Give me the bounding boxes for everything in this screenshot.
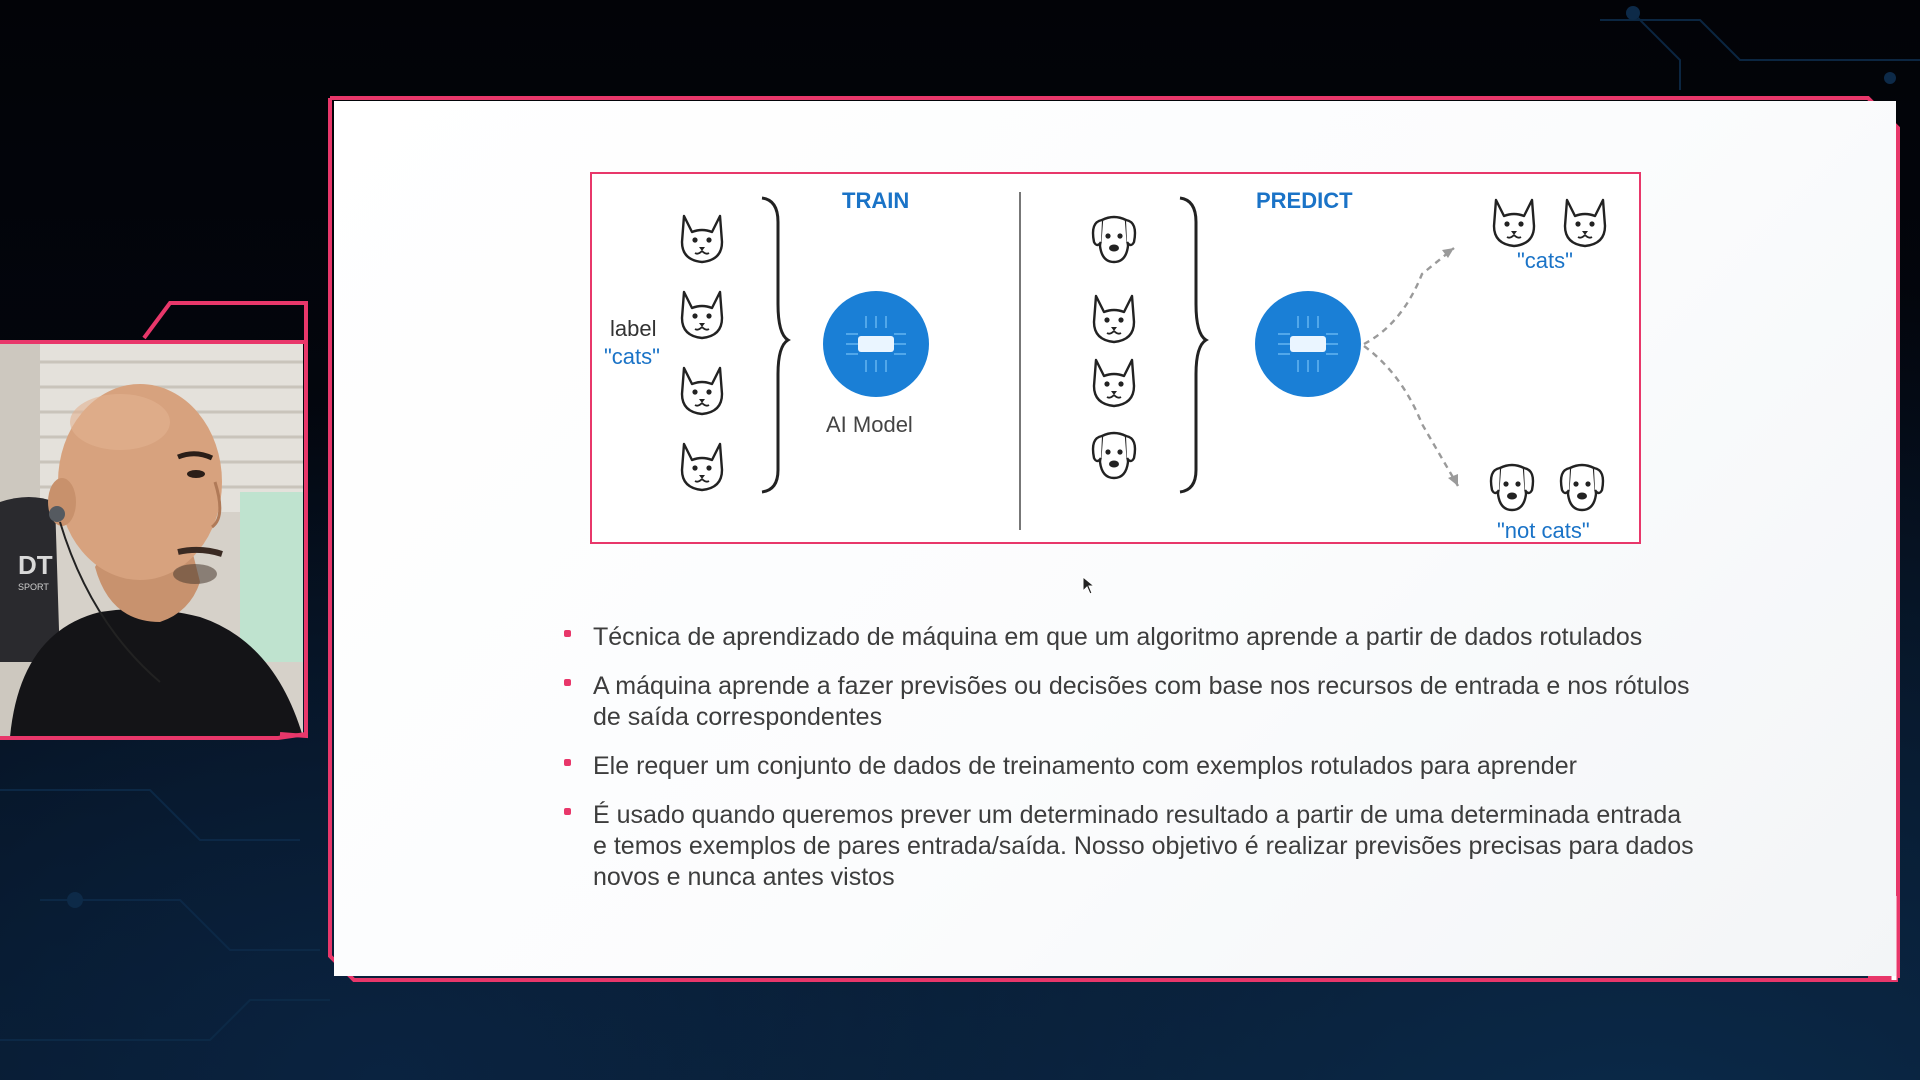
bullet-list: Técnica de aprendizado de máquina em que… — [560, 622, 1700, 911]
dog-icon — [1559, 463, 1605, 512]
bullet-icon — [564, 759, 571, 766]
cat-icon — [1092, 294, 1136, 344]
chip-icon — [822, 290, 930, 398]
model-label: AI Model — [826, 412, 913, 437]
cat-icon — [1563, 198, 1607, 248]
list-item: Técnica de aprendizado de máquina em que… — [560, 622, 1700, 653]
dog-icon — [1489, 463, 1535, 512]
list-item: A máquina aprende a fazer previsões ou d… — [560, 671, 1700, 733]
cat-icon — [1092, 358, 1136, 408]
webcam-frame — [0, 301, 308, 740]
cat-icon — [680, 442, 724, 492]
chair-sub-text: SPORT — [18, 582, 49, 592]
input-label-word: label — [610, 316, 657, 341]
chair-brand-text: DT — [18, 550, 53, 580]
supervised-learning-diagram: TRAIN PREDICT label "cats" AI Model "cat… — [590, 172, 1641, 544]
predict-title: PREDICT — [1256, 188, 1353, 213]
dog-icon — [1091, 215, 1137, 264]
input-label-value: "cats" — [604, 344, 660, 369]
output-positive-label: "cats" — [1517, 248, 1573, 273]
dog-icon — [1091, 431, 1137, 480]
list-item: Ele requer um conjunto de dados de trein… — [560, 751, 1700, 782]
bullet-icon — [564, 679, 571, 686]
cat-icon — [1492, 198, 1536, 248]
presenter-video: DT SPORT — [0, 342, 303, 737]
cat-icon — [680, 214, 724, 264]
list-item: É usado quando queremos prever um determ… — [560, 800, 1700, 893]
bullet-icon — [564, 630, 571, 637]
chip-icon — [1254, 290, 1362, 398]
train-title: TRAIN — [842, 188, 910, 213]
mouse-cursor-icon — [1082, 576, 1096, 595]
output-negative-label: "not cats" — [1497, 518, 1590, 543]
cat-icon — [680, 366, 724, 416]
webcam-feed: DT SPORT — [0, 342, 303, 737]
bullet-icon — [564, 808, 571, 815]
cat-icon — [680, 290, 724, 340]
